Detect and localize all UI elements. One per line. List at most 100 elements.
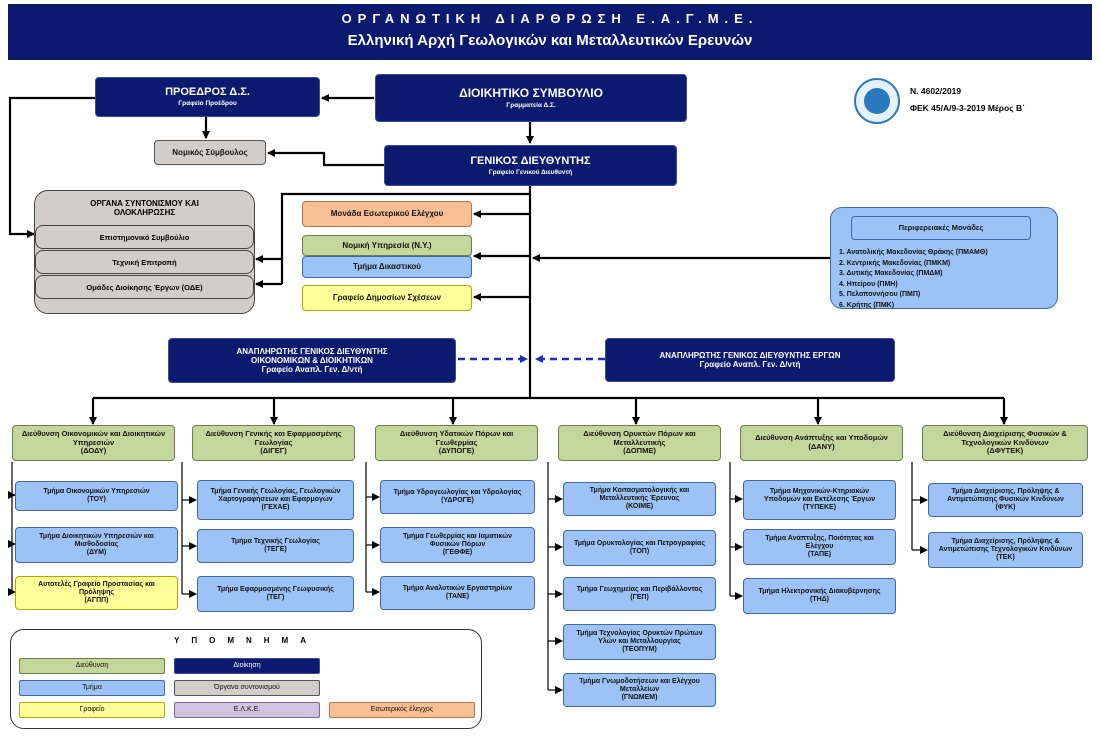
law-reference: Ν. 4602/2019 ΦΕΚ 45/Α/9-3-2019 Μέρος Β΄ <box>910 83 1025 117</box>
legend-label: Όργανα συντονισμού <box>214 683 280 691</box>
department-abbr: (ΤΟΥ) <box>87 496 106 503</box>
department-box[interactable]: Τμήμα Οικονομικών Υπηρεσιών(ΤΟΥ) <box>15 481 178 511</box>
department-name: Τμήμα Υδρογεωλογίας και Υδρολογίας <box>393 488 522 496</box>
legend-item-office: Γραφείο <box>19 702 165 718</box>
regional-unit-item: 6. Κρήτης (ΠΜΚ) <box>839 301 895 309</box>
department-abbr: (ΓΝΩΜΕΜ) <box>621 694 658 702</box>
directorate-title: Διεύθυνση Ορυκτών Πόρων και Μεταλλευτική… <box>583 429 696 447</box>
legend-item-department: Τμήμα <box>19 680 165 696</box>
department-box[interactable]: Τμήμα Διοικητικών Υπηρεσιών και Μισθοδοσ… <box>15 527 178 563</box>
department-abbr: (ΤΗΔ) <box>809 596 830 603</box>
department-box[interactable]: Αυτοτελές Γραφείο Προστασίας και Πρόληψη… <box>15 576 178 610</box>
coordination-item-label: Επιστημονικό Συμβούλιο <box>99 232 190 242</box>
internal-audit-box[interactable]: Μονάδα Εσωτερικού Ελέγχου <box>302 201 472 227</box>
department-box[interactable]: Τμήμα Διαχείρισης, Πρόληψης & Αντιμετώπι… <box>928 483 1083 517</box>
president-box[interactable]: ΠΡΟΕΔΡΟΣ Δ.Σ. Γραφείο Προέδρου <box>95 77 320 117</box>
department-abbr: (ΓΕΧΑΕ) <box>261 504 290 512</box>
department-box[interactable]: Τμήμα Ανάπτυξης, Ποιότητας και Ελέγχου(Τ… <box>743 529 896 565</box>
regional-units-box[interactable]: Περιφερειακές Μονάδες 1. Ανατολικής Μακε… <box>830 207 1058 309</box>
department-name: Τμήμα Γεωχημείας και Περιβάλλοντος <box>576 585 703 593</box>
general-director-box[interactable]: ΓΕΝΙΚΟΣ ΔΙΕΥΘΥΝΤΗΣ Γραφείο Γενικού Διευθ… <box>384 145 677 186</box>
deputy-finance-title: ΑΝΑΠΛΗΡΩΤΗΣ ΓΕΝΙΚΟΣ ΔΙΕΥΘΥΝΤΗΣ ΟΙΚΟΝΟΜΙΚ… <box>236 346 388 365</box>
directorate-title: Διεύθυνση Ανάπτυξης και Υποδομών <box>755 433 888 443</box>
president-title: ΠΡΟΕΔΡΟΣ Δ.Σ. <box>165 86 250 99</box>
legend-label: Ε.Λ.Κ.Ε. <box>233 705 261 713</box>
department-abbr: (ΤΕΓ) <box>266 594 285 601</box>
directorate-box[interactable]: Διεύθυνση Ανάπτυξης και Υποδομών(ΔΑΝΥ) <box>740 425 903 461</box>
board-box[interactable]: ΔΙΟΙΚΗΤΙΚΟ ΣΥΜΒΟΥΛΙΟ Γραμματεία Δ.Σ. <box>375 74 687 122</box>
department-abbr: (ΔΥΜ) <box>86 549 107 557</box>
department-abbr: (ΓΕΘΦΕ) <box>442 549 473 557</box>
judicial-dept-box[interactable]: Τμήμα Δικαστικού <box>302 256 472 278</box>
coordination-item-technical-committee[interactable]: Τεχνική Επιτροπή <box>35 250 254 274</box>
department-box[interactable]: Τμήμα Μηχανικών-Κτηριακών Υποδομών και Ε… <box>743 480 896 520</box>
directorate-box[interactable]: Διεύθυνση Ορυκτών Πόρων και Μεταλλευτική… <box>558 425 721 461</box>
directorate-box[interactable]: Διεύθυνση Γενικής και Εφαρμοσμένης Γεωλο… <box>192 425 355 461</box>
general-director-title: ΓΕΝΙΚΟΣ ΔΙΕΥΘΥΝΤΗΣ <box>470 154 591 167</box>
directorate-box[interactable]: Διεύθυνση Οικονομικών και Διοικητικών Υπ… <box>12 425 175 461</box>
coordination-item-scientific-council[interactable]: Επιστημονικό Συμβούλιο <box>35 225 254 249</box>
directorate-abbr: (ΔΟΔΥ) <box>80 446 107 456</box>
directorate-title: Διεύθυνση Διαχείρισης Φυσικών & Τεχνολογ… <box>943 429 1067 447</box>
department-box[interactable]: Τμήμα Ορυκτολογίας και Πετρογραφίας(ΤΟΠ) <box>563 530 716 566</box>
legend-label: Τμήμα <box>82 683 102 691</box>
department-box[interactable]: Τμήμα Γνωμοδοτήσεων και Ελέγχου Μεταλλεί… <box>563 673 716 707</box>
coordination-item-label: Τεχνική Επιτροπή <box>112 257 177 267</box>
legend-item-directorate: Διεύθυνση <box>19 658 165 674</box>
department-box[interactable]: Τμήμα Κοιτασματολογικής και Μεταλλευτική… <box>563 482 716 516</box>
coordination-title-text: ΟΡΓΑΝΑ ΣΥΝΤΟΝΙΣΜΟΥ ΚΑΙ ΟΛΟΚΛΗΡΩΣΗΣ <box>90 199 199 217</box>
department-box[interactable]: Τμήμα Τεχνικής Γεωλογίας(ΤΕΓΕ) <box>197 529 354 563</box>
department-name: Τμήμα Αναλυτικών Εργαστηρίων <box>402 584 513 592</box>
department-abbr: (ΤΕΓΕ) <box>264 546 287 553</box>
department-box[interactable]: Τμήμα Γενικής Γεωλογίας, Γεωλογικών Χαρτ… <box>197 480 354 520</box>
department-box[interactable]: Τμήμα Τεχνολογίας Ορυκτών Πρώτων Υλών κα… <box>563 624 716 660</box>
legend-label: Διοίκηση <box>233 661 261 669</box>
department-abbr: (ΤΑΝΕ) <box>445 593 470 600</box>
directorate-box[interactable]: Διεύθυνση Υδατικών Πόρων και Γεωθερμίας(… <box>375 425 538 461</box>
directorate-box[interactable]: Διεύθυνση Διαχείρισης Φυσικών & Τεχνολογ… <box>922 425 1088 461</box>
legal-advisor-label: Νομικός Σύμβουλος <box>172 147 248 157</box>
regional-units-title-text: Περιφερειακές Μονάδες <box>898 222 984 232</box>
board-sub: Γραμματεία Δ.Σ. <box>506 101 556 109</box>
department-box[interactable]: Τμήμα Εφαρμοσμένης Γεωφυσικής(ΤΕΓ) <box>197 576 354 612</box>
internal-audit-label: Μονάδα Εσωτερικού Ελέγχου <box>330 209 444 219</box>
department-box[interactable]: Τμήμα Γεωθερμίας και Ιαματικών Φυσικών Π… <box>380 527 535 563</box>
judicial-dept-label: Τμήμα Δικαστικού <box>353 262 421 272</box>
legend-label: Εσωτερικός έλεγχος <box>370 705 434 713</box>
coordination-item-label: Ομάδες Διοίκησης Έργων (ΟΔΕ) <box>86 282 203 292</box>
department-abbr: (ΥΔΡΟΓΕ) <box>441 497 474 504</box>
press-office-box[interactable]: Γραφείο Δημοσίων Σχέσεων <box>302 285 472 311</box>
directorate-abbr: (ΔΟΠΜΕ) <box>623 446 656 456</box>
department-name: Τμήμα Τεχνικής Γεωλογίας <box>231 537 320 545</box>
department-abbr: (ΤΥΠΕΚΕ) <box>802 504 837 512</box>
department-box[interactable]: Τμήμα Ηλεκτρονικής Διακυβέρνησης(ΤΗΔ) <box>743 578 896 614</box>
coordination-item-project-teams[interactable]: Ομάδες Διοίκησης Έργων (ΟΔΕ) <box>35 275 254 299</box>
directorate-title: Διεύθυνση Γενικής και Εφαρμοσμένης Γεωλο… <box>205 429 342 447</box>
coordination-title: ΟΡΓΑΝΑ ΣΥΝΤΟΝΙΣΜΟΥ ΚΑΙ ΟΛΟΚΛΗΡΩΣΗΣ <box>35 199 254 217</box>
department-name: Τμήμα Γεωθερμίας και Ιαματικών Φυσικών Π… <box>402 532 513 548</box>
deputy-projects-box[interactable]: ΑΝΑΠΛΗΡΩΤΗΣ ΓΕΝΙΚΟΣ ΔΙΕΥΘΥΝΤΗΣ ΕΡΓΩΝ Γρα… <box>605 338 895 382</box>
department-box[interactable]: Τμήμα Διαχείρισης, Πρόληψης & Αντιμετώπι… <box>928 532 1083 568</box>
legend: ΥΠΟΜΝΗΜΑ Διεύθυνση Διοίκηση Τμήμα Όργανα… <box>10 629 482 729</box>
department-box[interactable]: Τμήμα Γεωχημείας και Περιβάλλοντος(ΓΕΠ) <box>563 577 716 611</box>
legal-advisor-box[interactable]: Νομικός Σύμβουλος <box>154 140 266 165</box>
regional-units-title: Περιφερειακές Μονάδες <box>851 216 1031 240</box>
deputy-finance-box[interactable]: ΑΝΑΠΛΗΡΩΤΗΣ ΓΕΝΙΚΟΣ ΔΙΕΥΘΥΝΤΗΣ ΟΙΚΟΝΟΜΙΚ… <box>168 338 456 383</box>
page-header: ΟΡΓΑΝΩΤΙΚΗ ΔΙΑΡΘΡΩΣΗ Ε.Α.Γ.Μ.Ε. Ελληνική… <box>8 4 1092 60</box>
deputy-finance-sub: Γραφείο Αναπλ. Γεν. Δ/ντή <box>261 365 363 375</box>
legend-label: Γραφείο <box>79 705 105 713</box>
department-abbr: (ΓΕΠ) <box>630 594 649 601</box>
legal-service-box[interactable]: Νομική Υπηρεσία (Ν.Υ.) <box>302 235 472 256</box>
department-name: Τμήμα Τεχνολογίας Ορυκτών Πρώτων Υλών κα… <box>576 629 703 645</box>
department-abbr: (ΑΓΠΠ) <box>84 597 109 605</box>
coordination-organs: ΟΡΓΑΝΑ ΣΥΝΤΟΝΙΣΜΟΥ ΚΑΙ ΟΛΟΚΛΗΡΩΣΗΣ Επιστ… <box>34 190 255 314</box>
regional-unit-item: 1. Ανατολικής Μακεδονίας Θράκης (ΠΜΑΜΘ) <box>839 249 988 256</box>
regional-units-list: 1. Ανατολικής Μακεδονίας Θράκης (ΠΜΑΜΘ) … <box>839 248 988 311</box>
department-abbr: (ΤΟΠ) <box>629 548 650 555</box>
department-box[interactable]: Τμήμα Αναλυτικών Εργαστηρίων(ΤΑΝΕ) <box>380 576 535 610</box>
department-name: Τμήμα Ηλεκτρονικής Διακυβέρνησης <box>758 587 881 595</box>
legal-service-label: Νομική Υπηρεσία (Ν.Υ.) <box>342 240 432 250</box>
legend-item-coordination: Όργανα συντονισμού <box>174 680 320 696</box>
department-box[interactable]: Τμήμα Υδρογεωλογίας και Υδρολογίας(ΥΔΡΟΓ… <box>380 480 535 514</box>
